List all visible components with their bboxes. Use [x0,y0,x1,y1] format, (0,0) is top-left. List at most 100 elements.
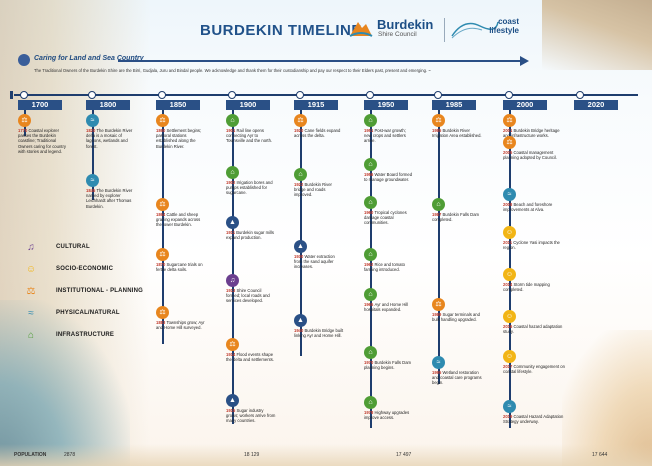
event-orange-icon: ⚖ [18,114,31,127]
event-green-icon: ⌂ [364,196,377,209]
event-orange-icon: ⚖ [294,114,307,127]
timeline-event: 1914 Flood events shape the delta and se… [226,352,276,362]
event-orange-icon: ⚖ [503,114,516,127]
timeline-event: 1960 Tropical cyclones damage coastal co… [364,210,414,226]
legend-green-icon: ⌂ [27,329,35,341]
year-connector-line [300,110,302,356]
timeline-event: 2005 Coastal management planning adopted… [503,150,565,160]
legend-item: ⌂ INFRASTRUCTURE [22,328,114,342]
legend-purple-icon: ♫ [27,241,35,253]
event-orange-icon: ⚖ [156,198,169,211]
timeline-event: 1864 Cattle and sheep grazing expands ac… [156,212,206,228]
logo-divider [444,18,445,42]
timeline-dot [505,91,513,99]
event-text: Storm tide mapping completed. [503,282,550,293]
event-year: 1970 [364,360,375,365]
event-year: 1914 [226,352,237,357]
event-green-icon: ⌂ [364,158,377,171]
brand-sub: Shire Council [378,31,417,38]
timeline-dot [20,91,28,99]
timeline-event: 1978 Highway upgrades improve access. [364,410,414,420]
event-year: 2008 [503,202,514,207]
event-year: 1951 [364,128,375,133]
timeline-event: 1845 The Burdekin River named by explore… [86,188,136,209]
year-connector-line [232,110,234,424]
event-year: 2001 [503,128,514,133]
year-label: 1985 [432,100,476,110]
legend-item: ☺SOCIO-ECONOMIC [22,262,113,276]
care-for-country-icon [18,54,30,66]
event-navy-icon: ▲ [294,314,307,327]
event-text: Coastal explorer passes the Burdekin coa… [18,128,66,154]
timeline-dot [366,91,374,99]
event-text: Beach and foreshore improvements at Alva… [503,202,553,213]
year-connector-line [438,110,440,384]
event-text: Irrigation bores and pumps established f… [226,180,273,196]
timeline-event: 1915 Sugar industry grows; workers arriv… [226,408,276,424]
event-text: Settlement begins; pastoral stations est… [156,128,202,149]
event-year: 1930 [294,254,305,259]
event-text: Water extraction from the sand aquifer i… [294,254,335,270]
event-text: Tropical cyclones damage coastal communi… [364,210,407,226]
event-text: Coastal hazard adaptation study. [503,324,563,335]
timeline-event: 1911 Burdekin sugar mills expand product… [226,230,276,240]
event-year: 2017 [503,364,514,369]
brand-name: Burdekin [377,17,434,32]
event-year: 1911 [226,230,237,235]
event-green-icon: ⌂ [364,288,377,301]
population-value: 17 497 [396,452,412,458]
population-value: 17 644 [592,452,608,458]
event-year: 1913 [226,288,237,293]
event-text: Burdekin Bridge built linking Ayr and Ho… [294,328,344,339]
timeline-dot [576,91,584,99]
timeline-dot [434,91,442,99]
event-teal-icon: ≈ [503,400,516,413]
banner-intro: The Traditional Owners of the Burdekin S… [34,68,431,73]
event-year: 2019 [503,414,514,419]
legend-label: INSTITUTIONAL - PLANNING [56,288,144,294]
coast-logo-icon [451,21,499,39]
event-text: Flood events shape the delta and settlem… [226,352,274,363]
event-text: Burdekin River bridge and roads improved… [294,182,332,198]
event-green-icon: ⌂ [364,346,377,359]
event-orange-icon: ⚖ [432,298,445,311]
year-label: 2000 [503,100,547,110]
timeline-event: 1883 Townships grow; Ayr and Home Hill s… [156,320,206,330]
event-year: 1915 [226,408,237,413]
timeline-event: 1987 Burdekin Falls Dam completed. [432,212,482,222]
event-year: 1920 [294,128,305,133]
event-text: Sugar terminals and bulk handling upgrad… [432,312,480,323]
event-year: 1864 [156,212,167,217]
event-orange-icon: ⚖ [156,248,169,261]
event-purple-icon: ♫ [226,274,239,287]
event-text: The Burdekin River named by explorer Lei… [86,188,133,209]
timeline-event: 2017 Community engagement on coastal lif… [503,364,565,374]
event-text: The Burdekin River delta is a mosaic of … [86,128,133,149]
event-orange-icon: ⚖ [156,114,169,127]
event-navy-icon: ▲ [294,240,307,253]
event-green-icon: ⌂ [364,396,377,409]
year-label: 1800 [86,100,130,110]
event-text: Burdekin River Irrigation Area establish… [432,128,482,139]
event-text: Burdekin Bridge heritage and infrastruct… [503,128,560,139]
event-text: Cattle and sheep grazing expands across … [156,212,201,228]
legend-label: INFRASTRUCTURE [56,332,115,338]
event-orange-icon: ⚖ [432,114,445,127]
axis-start-cap [10,91,13,99]
event-green-icon: ⌂ [226,114,239,127]
legend-orange-icon: ⚖ [26,285,36,297]
event-year: 1987 [432,212,443,217]
event-year: 1902 [226,180,237,185]
event-text: Cane fields expand across the delta. [294,128,341,139]
event-orange-icon: ⚖ [226,338,239,351]
timeline-event: 1965 Ayr and Home Hill hospitals expande… [364,302,414,312]
population-value: 2878 [64,452,76,458]
page-title: BURDEKIN TIMELINE [200,22,362,39]
event-text: Wetland restoration and coastal care pro… [432,370,482,386]
coast-lifestyle-text: coast lifestyle [489,17,519,35]
timeline-event: 2019 Coastal Hazard Adaptation Strategy … [503,414,565,424]
event-green-icon: ⌂ [364,114,377,127]
event-text: Burdekin Falls Dam planning begins. [364,360,412,371]
legend-item: ≈PHYSICAL/NATURAL [22,306,120,320]
event-year: 1860 [156,128,167,133]
